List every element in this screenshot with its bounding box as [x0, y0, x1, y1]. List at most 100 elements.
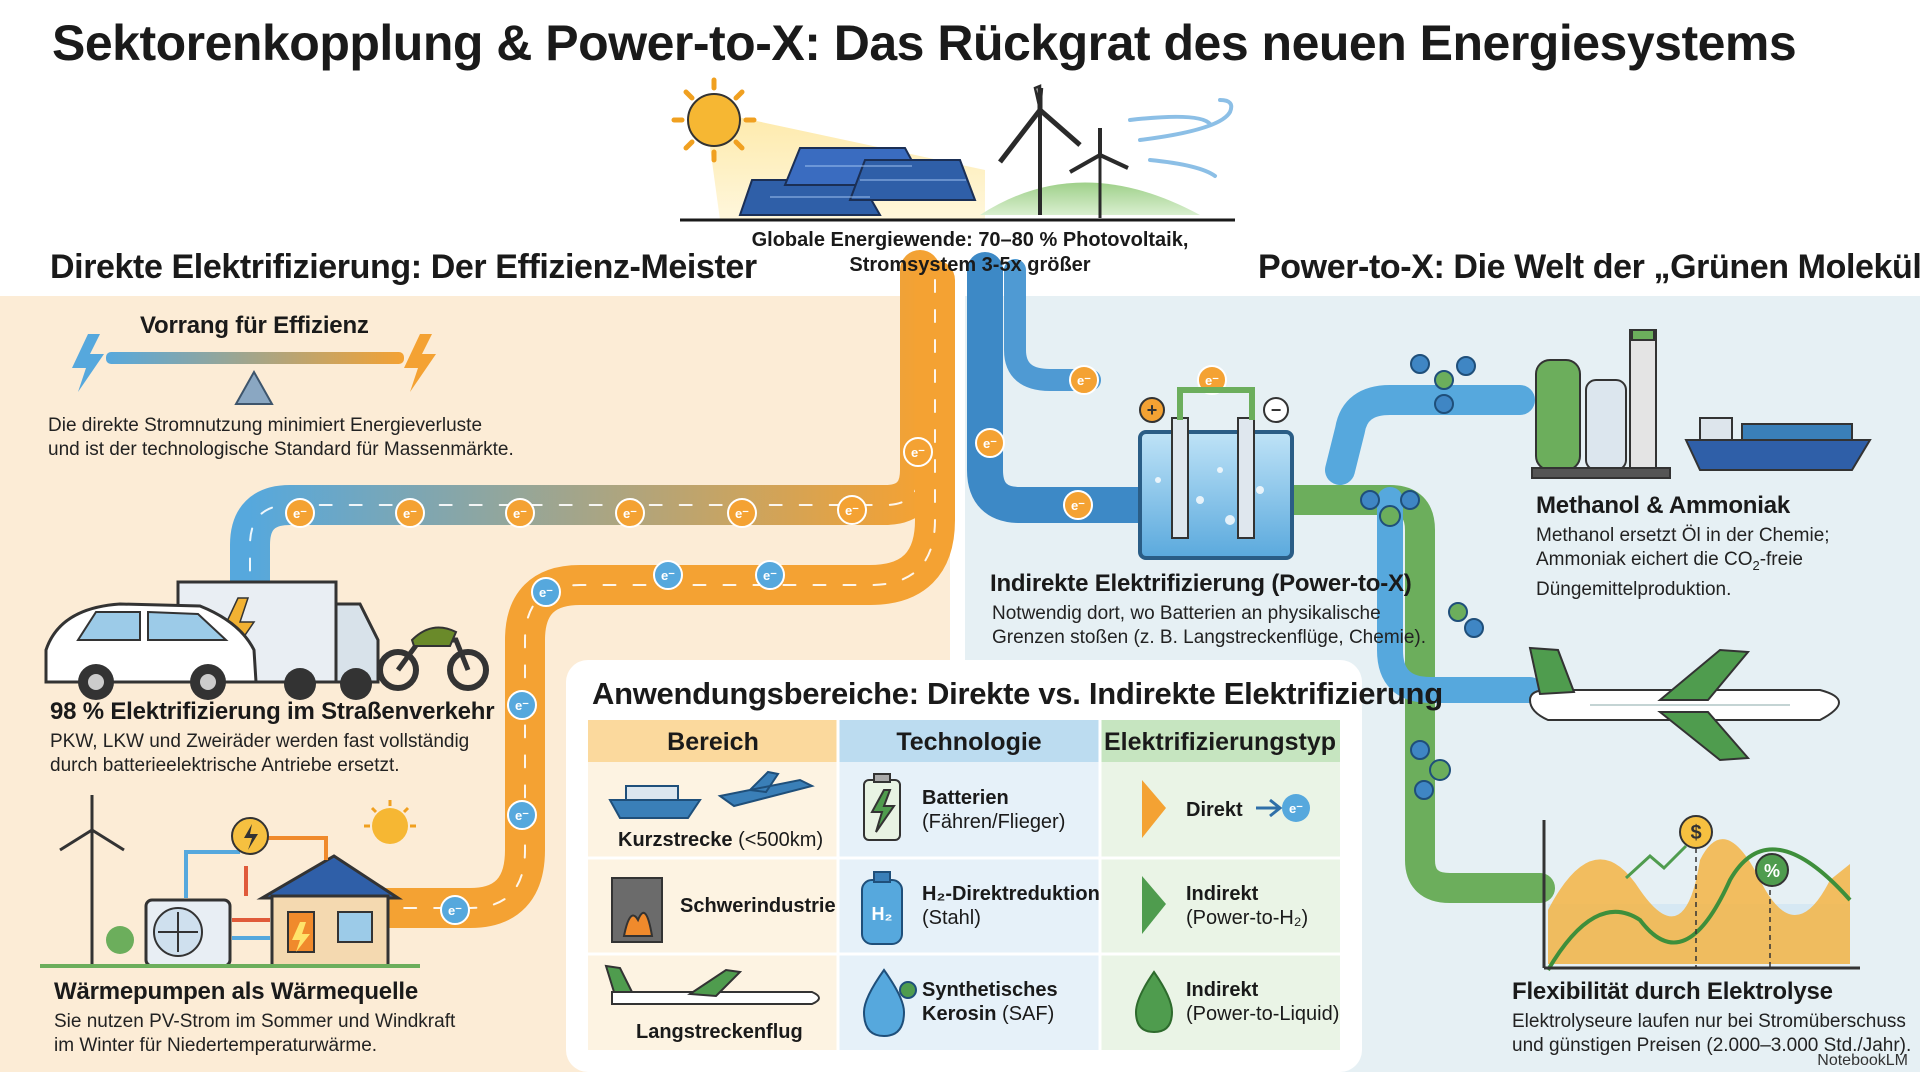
row-1-bereich-sub: (<500km): [738, 829, 824, 851]
meth-text-line-2: Ammoniak eichert die CO2-freie: [1536, 548, 1830, 578]
efficiency-text-line-1: Die direkte Stromnutzung minimiert Energ…: [48, 415, 483, 436]
row-3-tech-bold-2: Kerosin: [922, 1003, 997, 1025]
battery-icon: [863, 773, 901, 841]
molecule-icons: [1360, 354, 1484, 800]
row-2-tech-bold: H₂-Direktreduktion: [922, 883, 1100, 905]
table-row-1-typ: Direkt: [1186, 798, 1243, 822]
table-row-3-typ: Indirekt(Power-to-Liquid): [1186, 978, 1339, 1026]
lightning-icon: [72, 334, 104, 392]
kerosin-drop-icon: [862, 968, 917, 1038]
electron-labels: e⁻e⁻e⁻ e⁻e⁻e⁻ e⁻e⁻e⁻ e⁻e⁻ e⁻e⁻e⁻ e⁻e⁻e⁻ …: [293, 373, 1303, 918]
minus-sign: −: [1271, 400, 1282, 420]
flexibility-text: Elektrolyseure laufen nur bei Stromübers…: [1512, 1010, 1910, 1058]
lightning-icon: [404, 334, 436, 392]
co2-subscript: 2: [1752, 557, 1760, 573]
svg-text:e⁻: e⁻: [1289, 801, 1303, 816]
plus-sign: +: [1147, 400, 1158, 420]
indirect-arrow-icon: [1142, 876, 1166, 934]
row-2-bereich-bold: Schwerindustrie: [680, 895, 836, 917]
power-to-x-heading: Power-to-X: Die Welt der „Grünen Molekül…: [1258, 248, 1920, 286]
flexibility-chart-illustration: [1542, 815, 1860, 972]
heat-pump-illustration: [40, 795, 420, 968]
jet-icon: [604, 964, 820, 1005]
svg-text:e⁻: e⁻: [623, 506, 637, 521]
table-title: Anwendungsbereiche: Direkte vs. Indirekt…: [592, 676, 1443, 711]
sun-icon: [671, 77, 757, 163]
svg-text:e⁻: e⁻: [515, 808, 529, 823]
wind-turbine-icon: [59, 795, 125, 965]
efficiency-priority-label: Vorrang für Effizienz: [140, 312, 369, 339]
hill: [980, 182, 1200, 215]
row-3-tech-sub: (SAF): [1002, 1003, 1055, 1025]
row-3-tech-bold: Synthetisches: [922, 979, 1058, 1001]
svg-text:e⁻: e⁻: [911, 445, 925, 460]
tree: [106, 926, 134, 954]
arrow-right-icon: [1256, 798, 1283, 818]
svg-text:e⁻: e⁻: [845, 503, 859, 518]
row-1-tech-bold: Batterien: [922, 787, 1009, 809]
table-header-typ: Elektrifizierungstyp: [1104, 728, 1336, 756]
electrolyser-illustration: [1138, 387, 1294, 560]
svg-text:e⁻: e⁻: [403, 506, 417, 521]
svg-text:e⁻: e⁻: [1205, 373, 1219, 388]
row-3-typ-bold: Indirekt: [1186, 979, 1259, 1001]
row-3-typ-sub: (Power-to-Liquid): [1186, 1003, 1340, 1025]
direct-arrow-icon: [1142, 780, 1166, 838]
heat-text-line-1: Sie nutzen PV-Strom im Sommer und Windkr…: [54, 1011, 456, 1032]
chemical-plant-illustration: [1531, 329, 1671, 479]
row-1-tech-sub: (Fähren/Flieger): [922, 811, 1066, 833]
banner-line-1: Globale Energiewende: 70–80 % Photovolta…: [751, 229, 1189, 251]
methanol-ammonia-heading: Methanol & Ammoniak: [1536, 492, 1791, 519]
svg-text:e⁻: e⁻: [515, 698, 529, 713]
road-text-line-2: durch batterieelektrische Antriebe erset…: [50, 755, 400, 776]
page-title: Sektorenkopplung & Power-to-X: Das Rückg…: [52, 15, 1797, 71]
row-2-tech-sub: (Stahl): [922, 907, 981, 929]
heat-text-line-2: im Winter für Niedertemperaturwärme.: [54, 1035, 378, 1056]
svg-text:e⁻: e⁻: [513, 506, 527, 521]
percent-icon: [1755, 853, 1789, 887]
table-row-2-bereich: Schwerindustrie: [680, 894, 836, 918]
row-2-typ-bold: Indirekt: [1186, 883, 1259, 905]
indirect-electrification-text: Notwendig dort, wo Batterien an physikal…: [992, 602, 1426, 650]
banner-line-2: Stromsystem 3-5x größer: [849, 254, 1091, 276]
svg-text:e⁻: e⁻: [661, 568, 675, 583]
energy-transition-banner: Globale Energiewende: 70–80 % Photovolta…: [730, 228, 1210, 278]
dollar-sign: $: [1690, 822, 1701, 844]
indirect-electrification-heading: Indirekte Elektrifizierung (Power-to-X): [990, 570, 1412, 597]
electron-markers: [285, 365, 1227, 925]
meth-text-line-1: Methanol ersetzt Öl in der Chemie;: [1536, 525, 1830, 546]
row-3-bereich-bold: Langstreckenflug: [636, 1021, 803, 1043]
scale-pivot: [234, 369, 274, 405]
liquid-drop-icon: [1134, 970, 1174, 1034]
methanol-ammonia-text: Methanol ersetzt Öl in der Chemie; Ammon…: [1536, 524, 1830, 602]
efficiency-priority-text: Die direkte Stromnutzung minimiert Energ…: [48, 414, 514, 462]
table-row-1-technologie: Batterien(Fähren/Flieger): [922, 786, 1065, 834]
svg-text:e⁻: e⁻: [735, 506, 749, 521]
road-text-line-1: PKW, LKW und Zweiräder werden fast volls…: [50, 731, 470, 752]
sun-icon: [364, 800, 416, 844]
wind-gust-icon: [1128, 98, 1234, 178]
heat-pump-heading: Wärmepumpen als Wärmequelle: [54, 978, 419, 1005]
table-row-3-bereich: Langstreckenflug: [636, 1020, 803, 1044]
energy-sources-illustration: [671, 77, 1235, 222]
road-transport-heading: 98 % Elektrifizierung im Straßenverkehr: [50, 698, 495, 725]
svg-text:e⁻: e⁻: [763, 568, 777, 583]
row-1-bereich-bold: Kurzstrecke: [618, 829, 733, 851]
comparison-table: [588, 720, 1340, 1050]
airplane-illustration: [1528, 646, 1840, 762]
small-plane-icon: [717, 770, 815, 808]
svg-text:e⁻: e⁻: [983, 436, 997, 451]
ferry-icon: [608, 785, 702, 819]
cargo-ship-icon: [1684, 417, 1872, 471]
dollar-icon: [1679, 815, 1713, 849]
percent-sign: %: [1764, 861, 1780, 881]
table-row-2-technologie: H₂-Direktreduktion(Stahl): [922, 882, 1100, 930]
flexibility-heading: Flexibilität durch Elektrolyse: [1512, 978, 1833, 1005]
furnace-icon: [611, 877, 663, 943]
table-header-technologie: Technologie: [896, 728, 1042, 756]
efficiency-text-line-2: und ist der technologische Standard für …: [48, 439, 514, 460]
notebooklm-logo: NotebookLM: [1817, 1052, 1908, 1069]
truck-cab: [334, 602, 380, 684]
h2-label: H₂: [872, 904, 893, 924]
